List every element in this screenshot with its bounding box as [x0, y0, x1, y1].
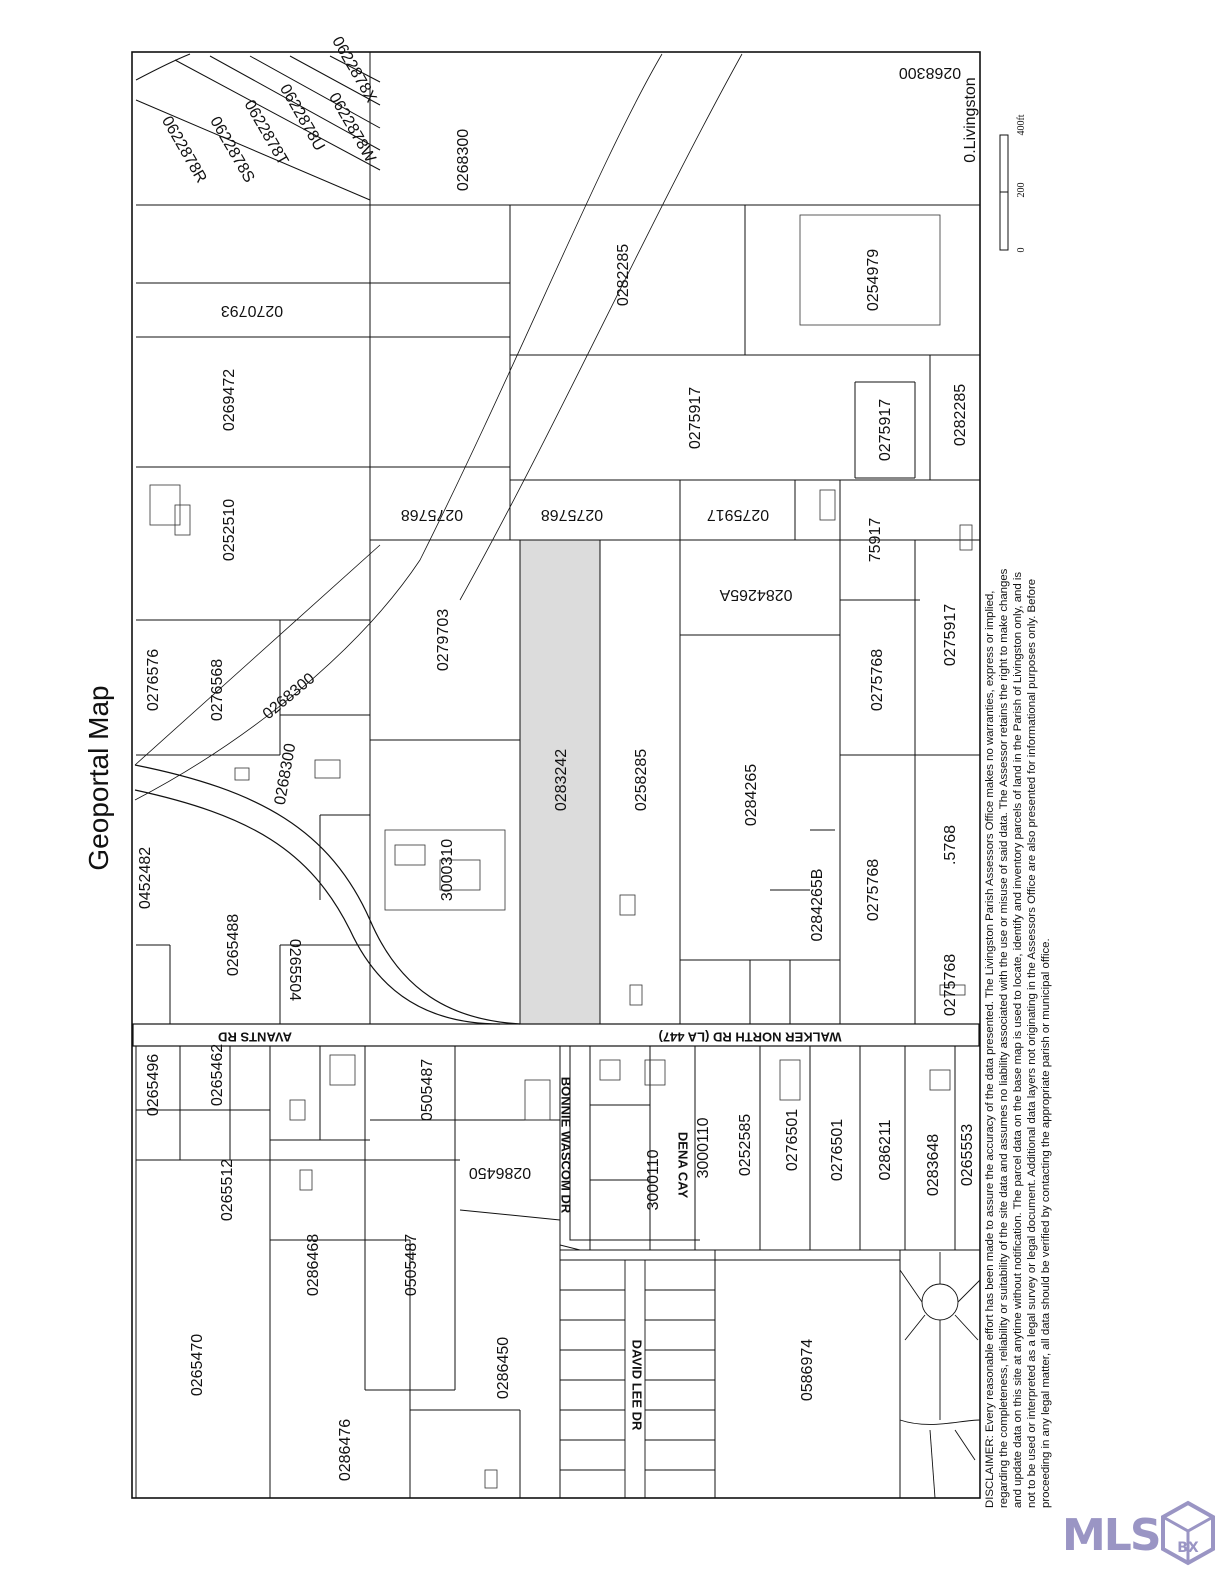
- parcel-0286450-a: 0286450: [469, 1164, 531, 1181]
- parcel-0275917-b: 0275917: [707, 506, 769, 523]
- disclaimer-line-2: regarding the completeness, reliability …: [998, 568, 1010, 1508]
- bonnie-wascom-road-edge: [569, 1046, 700, 1241]
- parcel-3000310: 3000310: [439, 839, 456, 901]
- diagonal-line-1: [134, 53, 663, 801]
- scale-200: 200: [1016, 183, 1027, 198]
- parcel-0275917-e: 0275917: [942, 604, 959, 666]
- parcel-0505487-b: 0505487: [403, 1234, 420, 1296]
- diagonal-line-3: [134, 544, 381, 766]
- parcel-0265496: 0265496: [145, 1054, 162, 1116]
- parcel-0276568: 0276568: [209, 659, 226, 721]
- upper-parcel-verticals: [169, 52, 931, 1024]
- scale-bar: 0 200 400ft: [999, 114, 1027, 253]
- parcel-0265504: 0265504: [286, 939, 303, 1001]
- bonnie-wascom-road: [559, 1046, 700, 1251]
- parcel-0252510: 0252510: [221, 499, 238, 561]
- parcel-0622878U: 0622878U: [276, 82, 328, 154]
- parcel-0282285-b: 0282285: [952, 384, 969, 446]
- diagonal-line-2: [459, 53, 743, 601]
- parcel-0270793: 0270793: [221, 302, 283, 319]
- parcel-0284265B: 0284265B: [809, 869, 826, 942]
- dena-cay-label: DENA CAY: [676, 1132, 691, 1199]
- parcel-0265488: 0265488: [225, 914, 242, 976]
- parcel-0275768-top2: 0275768: [541, 506, 603, 523]
- parcel-0276501-a: 0276501: [784, 1109, 801, 1171]
- parcel-027576-1: 0275768: [942, 954, 959, 1016]
- map-border: [131, 51, 981, 1499]
- parcel-0275917-c: 0275917: [877, 399, 894, 461]
- disclaimer-line-3: and update data on this site at anytime …: [1012, 572, 1024, 1508]
- scale-0: 0: [1016, 248, 1027, 253]
- bonnie-wascom-label: BONNIE WASCOM DR: [559, 1077, 574, 1214]
- parcel-0622878S: 0622878S: [206, 114, 257, 186]
- parcel-0286468: 0286468: [305, 1234, 322, 1296]
- parcel-5768: .5768: [942, 825, 959, 865]
- disclaimer-line-4: not to be used or interpreted as a legal…: [1026, 579, 1038, 1508]
- parcel-0286211: 0286211: [877, 1119, 894, 1180]
- parcel-labels: 0452482 0276576 0276568 0265488 0265504 …: [137, 34, 979, 1481]
- parcel-0269472: 0269472: [221, 369, 238, 431]
- parcel-75917: 75917: [867, 518, 884, 563]
- mls-logo: MLS BX: [1062, 1500, 1222, 1570]
- mls-box-text: BX: [1177, 1540, 1199, 1556]
- david-lee-lots: [560, 1259, 715, 1498]
- parcel-0254979: 0254979: [865, 249, 882, 311]
- parcel-0452482: 0452482: [137, 847, 154, 909]
- parcel-0275768-b: 0275768: [865, 859, 882, 921]
- parcel-0275768-top1: 0275768: [401, 506, 463, 523]
- parcel-0279703: 0279703: [435, 609, 452, 671]
- building-footprints: [149, 214, 973, 1489]
- avants-road-label: AVANTS RD: [218, 1030, 292, 1045]
- curved-road-outer: [134, 764, 521, 1025]
- subdivision-0622878: [135, 53, 381, 201]
- parcel-0286450-b: 0286450: [495, 1337, 512, 1399]
- lower-parcel-lines: [136, 1104, 980, 1411]
- walker-north-road-label: WALKER NORTH RD (LA 447): [659, 1030, 842, 1045]
- parcel-0284265: 0284265: [743, 764, 760, 826]
- page-title: Geoportal Map: [83, 685, 114, 870]
- parcel-0252585: 0252585: [737, 1114, 754, 1176]
- parcel-0276576: 0276576: [145, 649, 162, 711]
- lower-parcel-verticals: [135, 1046, 956, 1498]
- disclaimer: DISCLAIMER: Every reasonable effort has …: [984, 568, 1052, 1508]
- parcel-0284265A: 0284265A: [719, 586, 792, 603]
- parcel-0265553: 0265553: [959, 1124, 976, 1186]
- parcel-0275917-a: 0275917: [687, 387, 704, 449]
- parcel-0286476: 0286476: [337, 1419, 354, 1481]
- parcel-0275768-a: 0275768: [869, 649, 886, 711]
- parcel-0622878R: 0622878R: [158, 114, 210, 186]
- parcel-3000110-b: 3000110: [695, 1117, 712, 1178]
- parcel-0505487-a: 0505487: [419, 1059, 436, 1121]
- mls-logo-text: MLS: [1062, 1510, 1162, 1561]
- livingston-label: 0.Livingston: [962, 77, 979, 162]
- disclaimer-line-5: proceeding in any legal matter, all data…: [1040, 938, 1052, 1508]
- parcel-0276501-b: 0276501: [829, 1119, 846, 1181]
- disclaimer-line-1: DISCLAIMER: Every reasonable effort has …: [984, 591, 996, 1508]
- parcel-0586974: 0586974: [799, 1339, 816, 1401]
- parcel-0283648: 0283648: [925, 1134, 942, 1196]
- david-lee-label: DAVID LEE DR: [630, 1340, 645, 1431]
- parcel-0282285-a: 0282285: [615, 244, 632, 306]
- parcel-0258285: 0258285: [633, 749, 650, 811]
- parcel-0265470: 0265470: [189, 1334, 206, 1396]
- parcel-0622878T: 0622878T: [241, 97, 292, 168]
- parcel-0268300-b: 0268300: [272, 742, 300, 806]
- scale-400: 400ft: [1016, 114, 1027, 135]
- upper-parcel-lines: [136, 204, 980, 961]
- mls-box-icon: BX: [1161, 1500, 1215, 1566]
- parcel-0265462: 0265462: [209, 1044, 226, 1106]
- parcel-0268300-c: 0268300: [455, 129, 472, 191]
- parcel-0268300-d: 0268300: [899, 64, 961, 81]
- parcel-3000110-a: 3000110: [645, 1149, 662, 1210]
- parcel-0265512: 0265512: [219, 1159, 236, 1221]
- curved-road-inner: [134, 789, 501, 1025]
- parcel-0283242: 0283242: [553, 749, 570, 811]
- cul-de-sac: [899, 1252, 981, 1499]
- walker-north-road: [132, 1023, 980, 1047]
